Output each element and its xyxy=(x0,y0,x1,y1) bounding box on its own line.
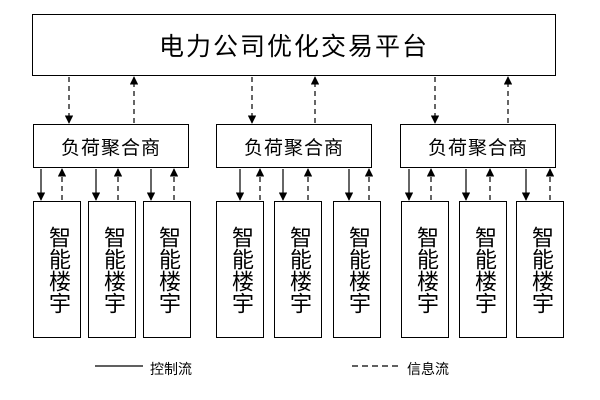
smart-building-box: 智能楼宇 xyxy=(459,201,507,338)
smart-building-label: 智能楼宇 xyxy=(471,225,496,314)
aggregator-label: 负荷聚合商 xyxy=(427,136,528,159)
aggregator-box-1: 负荷聚合商 xyxy=(33,124,189,168)
smart-building-box: 智能楼宇 xyxy=(516,201,564,338)
smart-building-box: 智能楼宇 xyxy=(401,201,449,338)
aggregator-label: 负荷聚合商 xyxy=(60,136,161,159)
smart-building-box: 智能楼宇 xyxy=(274,201,322,338)
smart-building-box: 智能楼宇 xyxy=(33,201,81,338)
smart-building-label: 智能楼宇 xyxy=(286,225,311,314)
control-flow-legend-label: 控制流 xyxy=(150,362,192,378)
aggregator-box-3: 负荷聚合商 xyxy=(400,124,556,168)
smart-building-box: 智能楼宇 xyxy=(88,201,136,338)
smart-building-box: 智能楼宇 xyxy=(143,201,191,338)
smart-building-label: 智能楼宇 xyxy=(100,225,125,314)
smart-building-label: 智能楼宇 xyxy=(45,225,70,314)
trading-platform-label: 电力公司优化交易平台 xyxy=(158,32,429,61)
smart-building-label: 智能楼宇 xyxy=(155,225,180,314)
aggregator-box-2: 负荷聚合商 xyxy=(216,124,372,168)
smart-building-label: 智能楼宇 xyxy=(528,225,553,314)
info-flow-legend-label: 信息流 xyxy=(407,362,449,378)
smart-building-label: 智能楼宇 xyxy=(413,225,438,314)
smart-building-label: 智能楼宇 xyxy=(345,225,370,314)
aggregator-label: 负荷聚合商 xyxy=(243,136,344,159)
smart-building-label: 智能楼宇 xyxy=(228,225,253,314)
smart-building-box: 智能楼宇 xyxy=(333,201,381,338)
trading-platform-box: 电力公司优化交易平台 xyxy=(32,14,556,76)
smart-building-box: 智能楼宇 xyxy=(216,201,264,338)
